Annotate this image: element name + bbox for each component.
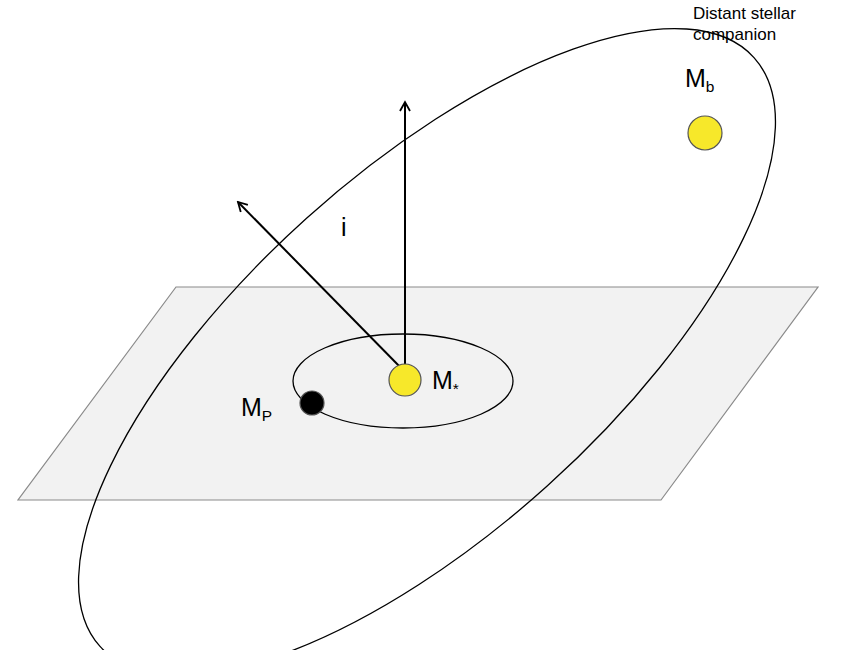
circle-outline xyxy=(388,363,422,397)
host-star: M* xyxy=(388,363,422,397)
mass-label: MP xyxy=(241,394,272,422)
orbital-plane xyxy=(18,287,818,500)
planet-orbit xyxy=(293,334,513,428)
mass-label: Mb xyxy=(685,65,714,93)
mass-label: M* xyxy=(432,367,459,395)
inclined-normal-arrow xyxy=(238,202,405,372)
planet: MP xyxy=(299,390,325,416)
normal-arrow xyxy=(404,102,406,372)
companion-label: Distant stellar companion xyxy=(693,3,833,45)
angle-label: i xyxy=(341,214,347,242)
companion-star: Distant stellar companionMb xyxy=(687,115,723,151)
circle-outline xyxy=(299,390,325,416)
circle-outline xyxy=(687,115,723,151)
